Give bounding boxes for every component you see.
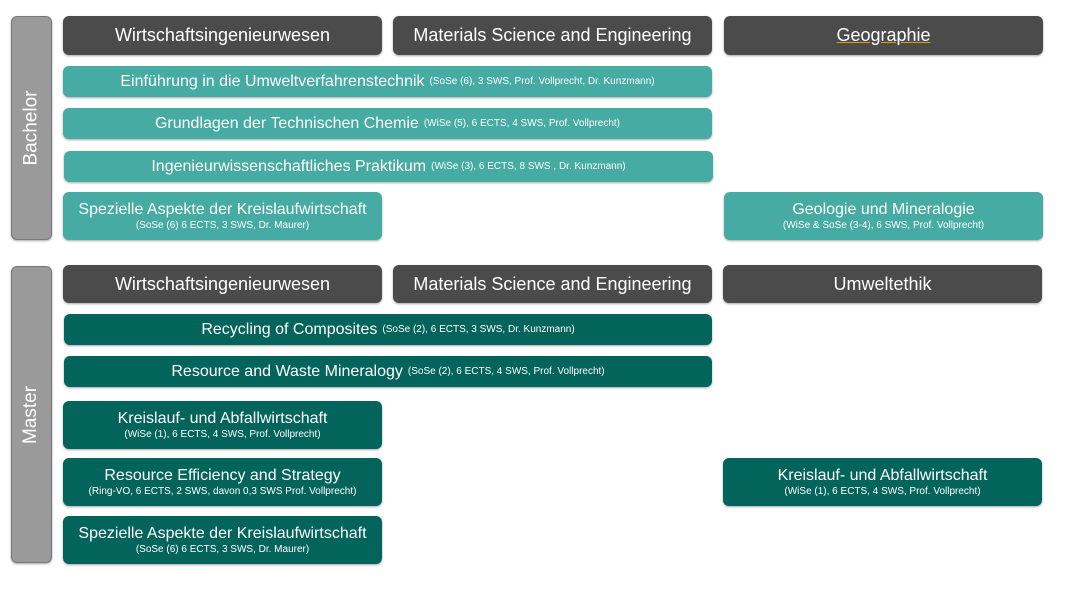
bachelor-label: Bachelor	[11, 16, 52, 240]
course-title: Spezielle Aspekte der Kreislaufwirtschaf…	[78, 201, 367, 218]
course-technische-chemie: Grundlagen der Technischen Chemie (WiSe (…	[63, 108, 712, 139]
master-header-wirtschaftsingenieurwesen: Wirtschaftsingenieurwesen	[63, 265, 382, 303]
course-details: (WiSe (1), 6 ECTS, 4 SWS, Prof. Vollprec…	[124, 429, 321, 440]
course-details: (WiSe (3), 6 ECTS, 8 SWS , Dr. Kunzmann)	[431, 161, 626, 172]
course-details: (Ring-VO, 6 ECTS, 2 SWS, davon 0,3 SWS P…	[88, 486, 357, 497]
course-kreislaufwirtschaft-master: Spezielle Aspekte der Kreislaufwirtschaf…	[63, 516, 382, 564]
course-title: Ingenieurwissenschaftliches Praktikum	[151, 158, 427, 175]
course-resource-efficiency: Resource Efficiency and Strategy (Ring-VO…	[63, 458, 382, 506]
course-recycling-composites: Recycling of Composites (SoSe (2), 6 ECTS…	[64, 314, 712, 345]
course-details: (SoSe (2), 6 ECTS, 3 SWS, Dr. Kunzmann)	[382, 324, 575, 335]
course-abfallwirtschaft-umweltethik: Kreislauf- und Abfallwirtschaft (WiSe (1)…	[723, 458, 1042, 506]
course-title: Geologie und Mineralogie	[792, 201, 975, 218]
course-details: (WiSe (1), 6 ECTS, 4 SWS, Prof. Vollprec…	[784, 486, 981, 497]
master-label: Master	[11, 266, 52, 563]
master-header-materials-science: Materials Science and Engineering	[393, 265, 712, 303]
master-header-umweltethik: Umweltethik	[723, 265, 1042, 303]
course-kreislaufwirtschaft-bachelor: Spezielle Aspekte der Kreislaufwirtschaf…	[63, 192, 382, 240]
course-details: (WiSe & SoSe (3-4), 6 SWS, Prof. Vollpre…	[782, 220, 985, 231]
course-title: Einführung in die Umweltverfahrenstechni…	[120, 73, 425, 90]
course-title: Kreislauf- und Abfallwirtschaft	[777, 467, 988, 484]
course-details: (SoSe (6) 6 ECTS, 3 SWS, Dr. Maurer)	[135, 220, 310, 231]
geographie-text: Geographie	[836, 25, 931, 45]
course-details: (SoSe (2), 6 ECTS, 4 SWS, Prof. Vollprec…	[407, 366, 605, 377]
course-details: (WiSe (5), 6 ECTS, 4 SWS, Prof. Vollprec…	[423, 118, 621, 129]
course-title: Recycling of Composites	[201, 321, 378, 338]
course-umweltverfahrenstechnik: Einführung in die Umweltverfahrenstechni…	[63, 66, 712, 97]
master-label-text: Master	[20, 385, 42, 444]
course-title: Spezielle Aspekte der Kreislaufwirtschaf…	[78, 525, 367, 542]
course-title: Grundlagen der Technischen Chemie	[154, 115, 419, 132]
course-abfallwirtschaft: Kreislauf- und Abfallwirtschaft (WiSe (1)…	[63, 401, 382, 449]
bachelor-label-text: Bachelor	[20, 90, 42, 166]
course-details: (SoSe (6), 3 SWS, Prof. Vollprecht, Dr. …	[429, 76, 655, 87]
course-geologie: Geologie und Mineralogie (WiSe & SoSe (3-…	[724, 192, 1043, 240]
course-praktikum: Ingenieurwissenschaftliches Praktikum (Wi…	[64, 151, 713, 182]
course-title: Resource and Waste Mineralogy	[171, 363, 403, 380]
course-title: Kreislauf- und Abfallwirtschaft	[117, 410, 328, 427]
course-waste-mineralogy: Resource and Waste Mineralogy (SoSe (2), …	[64, 356, 712, 387]
bachelor-header-materials-science: Materials Science and Engineering	[393, 16, 712, 55]
bachelor-header-geographie: Geographie	[724, 16, 1043, 55]
bachelor-header-wirtschaftsingenieurwesen: Wirtschaftsingenieurwesen	[63, 16, 382, 55]
course-title: Resource Efficiency and Strategy	[104, 467, 341, 484]
course-details: (SoSe (6) 6 ECTS, 3 SWS, Dr. Maurer)	[135, 544, 310, 555]
